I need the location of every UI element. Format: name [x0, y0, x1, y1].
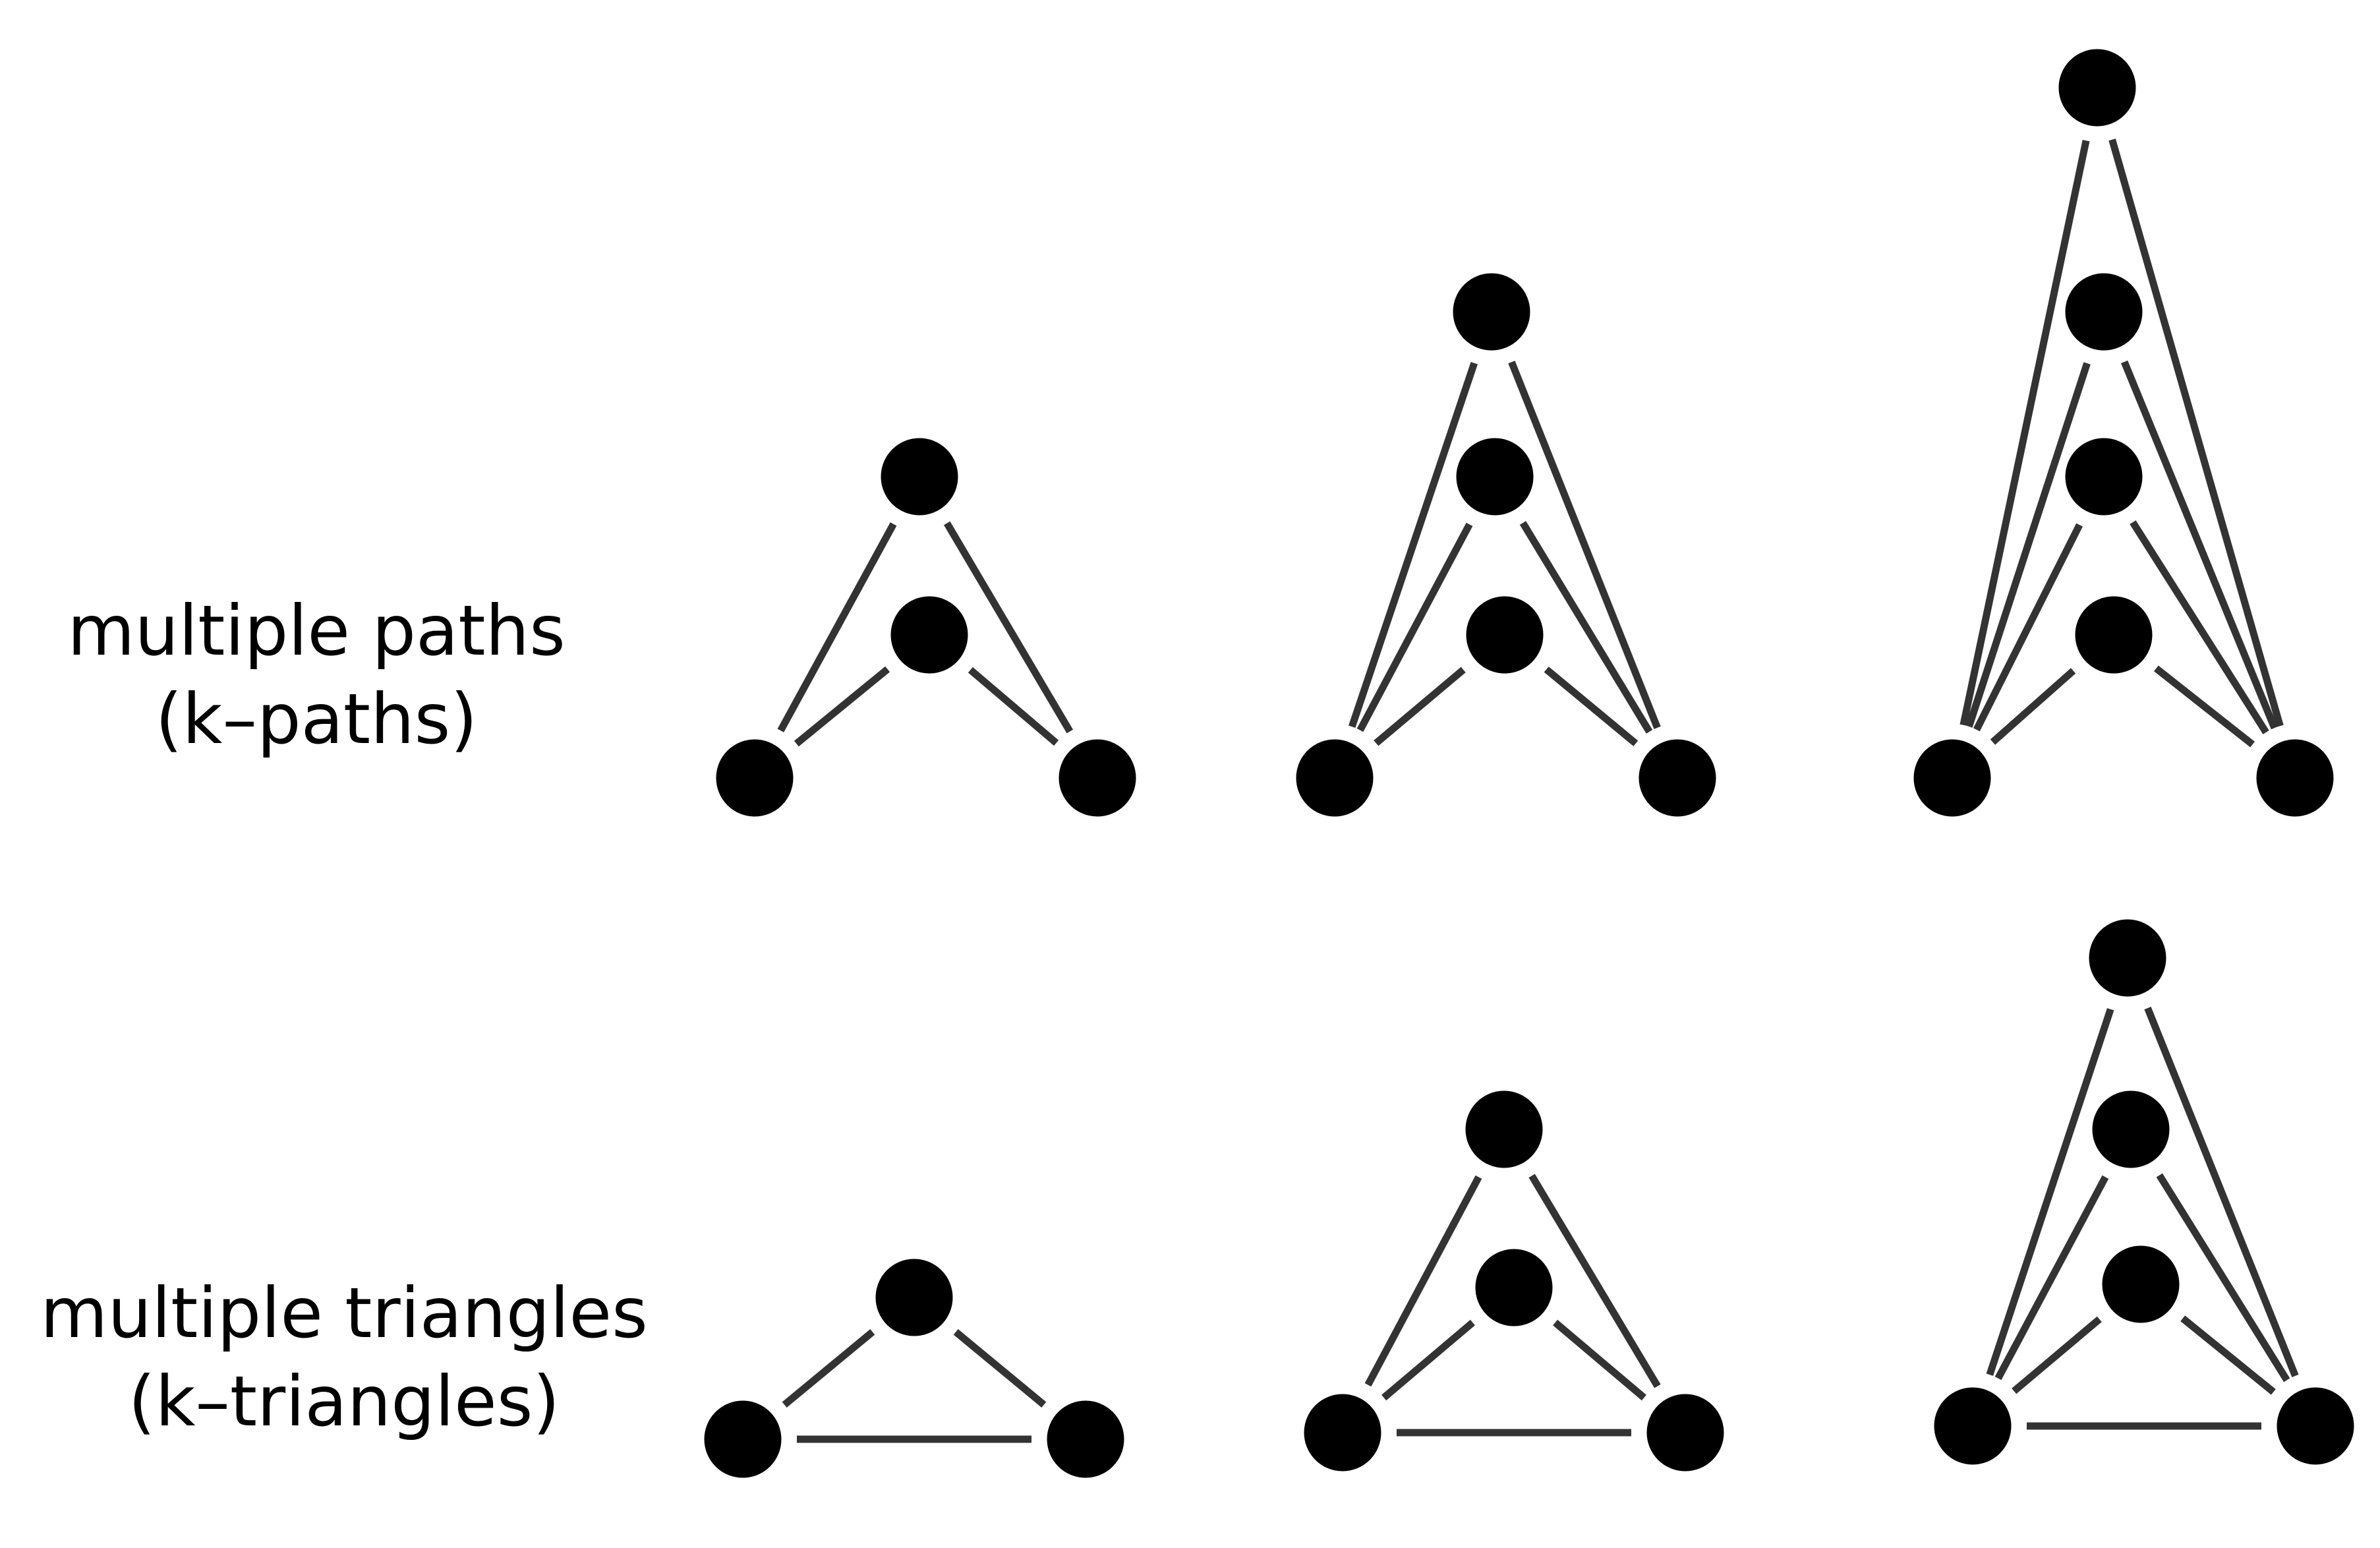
graph-node [2251, 734, 2338, 821]
graph-node [2272, 1383, 2359, 1470]
graph-node [1634, 734, 1721, 821]
graph-node [1642, 1389, 1729, 1476]
graph-node [1054, 734, 1141, 821]
graph-node [711, 734, 798, 821]
graph-edge [777, 522, 897, 732]
graph-edge [1959, 140, 2090, 726]
graph-edge [968, 667, 1059, 746]
graph-node [1470, 1244, 1557, 1331]
graph-edge [1381, 1319, 1475, 1401]
graph-node [1929, 1383, 2016, 1470]
graph-edge [1356, 522, 1473, 732]
graph-edge [953, 1329, 1047, 1408]
graph-node [1448, 268, 1535, 355]
graph-node [2097, 1241, 2184, 1328]
graph-node [1451, 433, 1538, 520]
graph-edge [1990, 668, 2076, 745]
graph-edge [1374, 667, 1466, 746]
graph-node [2054, 44, 2141, 131]
row-subtitle: (k–triangles) [128, 1361, 560, 1443]
graph-node [871, 1254, 958, 1341]
graph-k-paths-2 [1291, 268, 1721, 821]
graph-node [1299, 1389, 1386, 1476]
graph-edge [794, 666, 890, 747]
row-title: multiple triangles [40, 1273, 648, 1354]
graph-edge [2130, 520, 2269, 734]
graph-edge [1519, 521, 1653, 734]
graph-node [1461, 591, 1548, 678]
graph-node [1042, 1396, 1129, 1483]
graph-edge [1348, 361, 1478, 729]
graph-edge [1965, 362, 2091, 728]
graph-edge [2156, 1173, 2290, 1383]
graph-edge [2153, 665, 2255, 748]
graph-edge [2180, 1315, 2276, 1395]
graph-node [2070, 591, 2157, 678]
graph-node [2060, 268, 2147, 355]
graph-edge [1553, 1319, 1646, 1401]
graph-edge [2144, 1007, 2299, 1377]
graph-edge [2121, 360, 2278, 730]
graph-edge [2108, 138, 2284, 727]
graph-node [1461, 1086, 1548, 1173]
graph-node [1291, 734, 1378, 821]
graph-k-paths-1 [711, 433, 1141, 821]
graph-k-triangles-1 [699, 1254, 1129, 1483]
graph-edge [782, 1329, 875, 1408]
graph-edge [1364, 1175, 1482, 1387]
graph-edge [1994, 1175, 2109, 1381]
row-title: multiple paths [67, 591, 566, 671]
graph-edge [2012, 1316, 2102, 1394]
graph-edge [1508, 361, 1661, 729]
graph-node [699, 1396, 786, 1483]
graph-k-triangles-2 [1299, 1086, 1729, 1476]
row-label-k-triangles: multiple triangles (k–triangles) [40, 1269, 648, 1446]
row-subtitle: (k–paths) [155, 679, 478, 760]
graph-edge [1528, 1174, 1661, 1388]
graph-node [2084, 914, 2171, 1001]
graph-k-paths-3 [1909, 44, 2338, 821]
graph-edge [943, 521, 1074, 734]
graph-edge [1544, 667, 1639, 746]
graph-node [876, 433, 963, 520]
graph-node [886, 591, 973, 678]
graph-node [1909, 734, 1996, 821]
graph-k-triangles-3 [1929, 914, 2359, 1470]
graph-node [2060, 433, 2147, 520]
graph-edge [1986, 1008, 2114, 1376]
graph-node [2087, 1086, 2174, 1173]
row-label-k-paths: multiple paths (k–paths) [67, 587, 566, 764]
graph-edge [1973, 523, 2083, 732]
